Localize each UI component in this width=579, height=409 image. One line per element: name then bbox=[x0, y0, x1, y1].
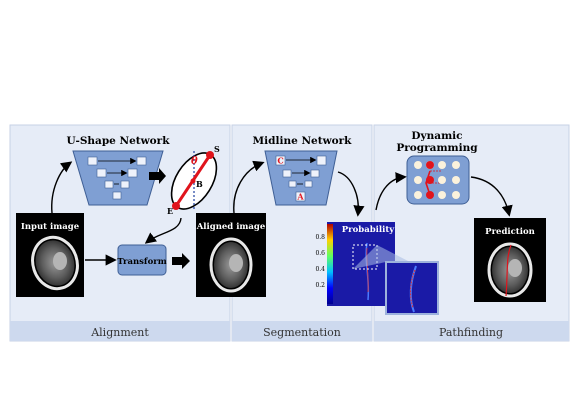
probability-label: Probability bbox=[342, 225, 396, 235]
brain-scan-icon bbox=[487, 242, 533, 298]
midline-network-block: C A bbox=[264, 150, 338, 206]
unet-title: U-Shape Network bbox=[66, 135, 170, 147]
pathfinding-footer bbox=[374, 321, 569, 341]
svg-text:B: B bbox=[196, 179, 203, 189]
probability-zoom-inset bbox=[385, 261, 439, 315]
dp-title-line1: Dynamic bbox=[411, 130, 462, 142]
aligned-to-midline-arrow bbox=[233, 160, 265, 214]
colorbar-tick-1: 0.6 bbox=[315, 250, 325, 257]
segmentation-footer bbox=[232, 321, 372, 341]
unet-block bbox=[72, 150, 164, 206]
brain-scan-icon bbox=[31, 235, 79, 291]
unet-to-ellipse-arrow bbox=[149, 168, 166, 184]
aligned-image-label: Aligned image bbox=[196, 222, 266, 232]
dp-to-prediction-arrow bbox=[470, 176, 513, 217]
colorbar-tick-0: 0.8 bbox=[315, 234, 325, 241]
probability-to-dp-arrow bbox=[375, 172, 407, 211]
colorbar-tick-2: 0.4 bbox=[315, 266, 325, 273]
input-to-unet-arrow bbox=[51, 161, 73, 214]
svg-text:E: E bbox=[167, 206, 173, 216]
midline-to-probability-arrow bbox=[337, 171, 365, 217]
svg-text:C: C bbox=[277, 156, 283, 166]
svg-text:A: A bbox=[296, 192, 304, 202]
colorbar: 0.8 0.6 0.4 0.2 bbox=[315, 224, 333, 304]
brain-scan-icon bbox=[209, 237, 253, 293]
alignment-footer bbox=[10, 321, 230, 341]
predicted-midline bbox=[505, 244, 512, 297]
ellipse-to-transform-arrow bbox=[144, 217, 182, 244]
svg-text:Transform: Transform bbox=[117, 257, 166, 267]
point-e bbox=[172, 202, 180, 210]
dp-grid bbox=[406, 155, 470, 205]
zoom-projection bbox=[353, 245, 410, 269]
transform-to-aligned-arrow bbox=[172, 253, 190, 269]
input-image: Input image bbox=[16, 213, 84, 297]
transform-box: Transform bbox=[117, 244, 167, 276]
colorbar-tick-3: 0.2 bbox=[315, 282, 325, 289]
aligned-image: Aligned image bbox=[196, 213, 266, 297]
dp-title-line2: Programming bbox=[396, 142, 478, 154]
svg-text:θ: θ bbox=[191, 156, 198, 167]
point-b bbox=[190, 178, 196, 184]
midline-network-title: Midline Network bbox=[253, 135, 353, 147]
segmentation-footer-label: Segmentation bbox=[263, 326, 341, 339]
alignment-footer-label: Alignment bbox=[90, 326, 149, 339]
pathfinding-footer-label: Pathfinding bbox=[439, 326, 503, 339]
prediction-label: Prediction bbox=[485, 227, 535, 237]
ellipse-geometry: S E B θ bbox=[167, 144, 220, 216]
prediction-image: Prediction bbox=[474, 218, 546, 302]
svg-text:S: S bbox=[214, 144, 220, 154]
point-s bbox=[206, 151, 214, 159]
input-image-label: Input image bbox=[21, 222, 80, 232]
